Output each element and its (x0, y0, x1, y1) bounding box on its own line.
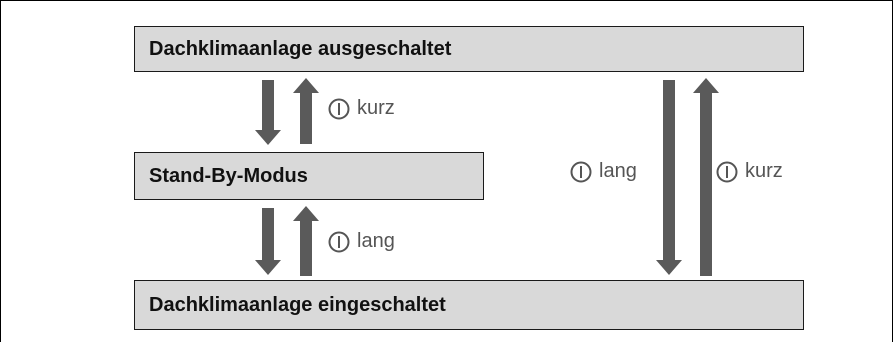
label-standby-on: lang (328, 230, 395, 253)
arrow-standby-to-off (293, 78, 319, 144)
state-standby-label: Stand-By-Modus (149, 164, 308, 187)
label-off-on-text: lang (599, 160, 637, 182)
label-off-on: lang (570, 160, 637, 183)
state-ac-on-label: Dachklimaanlage eingeschaltet (149, 293, 446, 316)
state-standby: Stand-By-Modus (134, 152, 484, 200)
state-ac-off: Dachklimaanlage ausgeschaltet (134, 26, 804, 72)
arrow-on-to-standby (293, 206, 319, 276)
arrow-standby-to-on (255, 208, 281, 275)
arrow-off-to-on (656, 80, 682, 275)
arrow-on-to-off (693, 78, 719, 276)
label-off-standby-text: kurz (357, 97, 395, 119)
power-button-icon (328, 98, 350, 119)
arrow-off-to-standby (255, 80, 281, 145)
power-button-icon (328, 231, 350, 252)
state-ac-on: Dachklimaanlage eingeschaltet (134, 280, 804, 330)
label-standby-on-text: lang (357, 230, 395, 252)
label-on-off: kurz (716, 160, 783, 183)
state-ac-off-label: Dachklimaanlage ausgeschaltet (149, 37, 452, 60)
power-button-icon (716, 161, 738, 182)
label-on-off-text: kurz (745, 160, 783, 182)
power-button-icon (570, 161, 592, 182)
label-off-standby: kurz (328, 97, 395, 120)
